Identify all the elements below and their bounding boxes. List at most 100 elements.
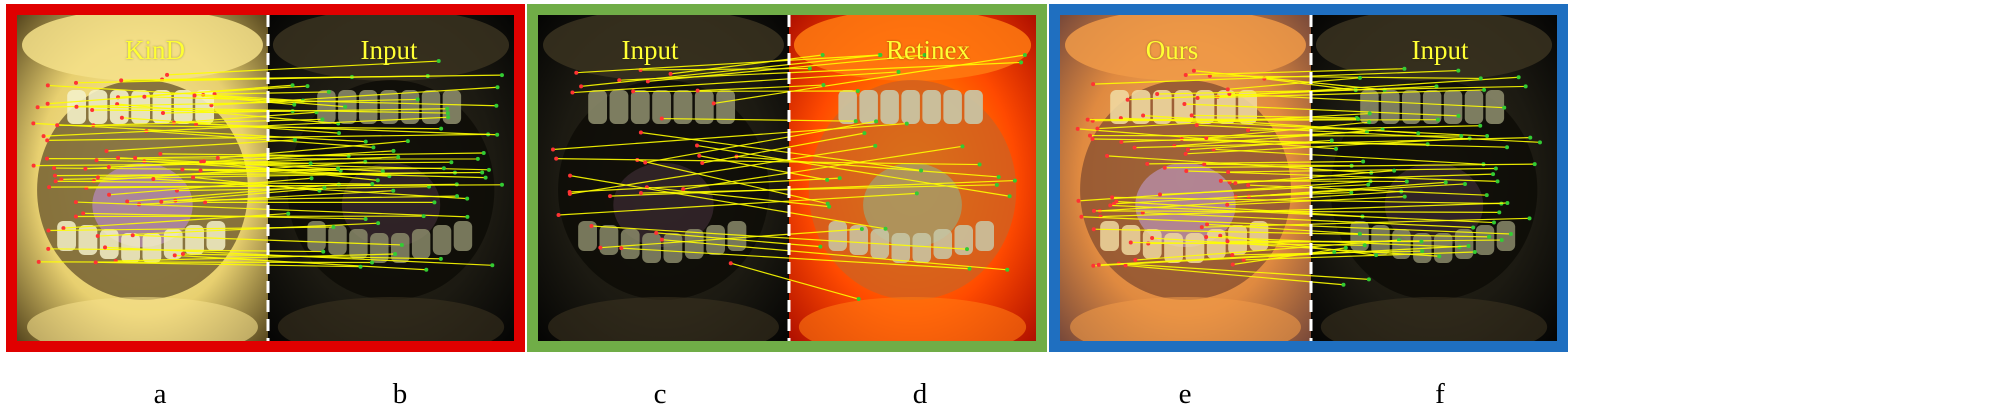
right-image-lower-tooth <box>1496 221 1516 251</box>
left-keypoint <box>130 233 135 238</box>
right-image-upper-tooth <box>338 90 357 124</box>
right-image-lower-tooth <box>933 229 953 259</box>
right-keypoint <box>391 148 396 153</box>
feature-match-line <box>576 54 880 74</box>
right-image-lower-tooth <box>432 225 452 255</box>
right-image-lower-tooth <box>349 229 368 259</box>
right-keypoint <box>445 106 450 111</box>
feature-match-line <box>48 226 334 232</box>
right-image-lower-tooth <box>411 229 431 259</box>
feature-match-line <box>581 54 881 87</box>
left-image-tongue <box>613 163 714 247</box>
feature-match-line <box>1184 103 1459 117</box>
right-keypoint <box>465 214 470 219</box>
right-image-upper-tooth <box>880 90 899 124</box>
right-image-upper-tooth <box>1402 90 1421 124</box>
left-image-lower-tooth <box>1228 225 1247 255</box>
right-keypoint <box>818 244 823 249</box>
left-keypoint <box>1241 257 1246 262</box>
right-keypoint <box>405 139 410 144</box>
right-keypoint <box>878 53 883 57</box>
caption-e: e <box>1178 378 1192 410</box>
left-keypoint <box>638 191 643 196</box>
right-keypoint <box>1462 181 1467 186</box>
left-keypoint <box>46 246 51 251</box>
caption-c: c <box>653 378 667 410</box>
right-keypoint <box>375 178 380 183</box>
left-keypoint <box>1087 133 1092 138</box>
left-keypoint <box>1132 145 1137 150</box>
left-keypoint <box>73 214 78 219</box>
feature-match-line <box>1093 228 1490 238</box>
right-keypoint <box>309 176 314 181</box>
right-keypoint <box>1349 190 1354 195</box>
right-keypoint <box>1532 162 1537 167</box>
right-keypoint <box>363 139 368 144</box>
left-keypoint <box>41 134 46 139</box>
right-image-upper-lip <box>272 15 510 81</box>
feature-match-line <box>1116 200 1363 218</box>
feature-match-line <box>1087 118 1358 121</box>
feature-match-line <box>569 145 876 195</box>
feature-match-line <box>132 234 402 246</box>
right-keypoint <box>1404 179 1409 184</box>
left-keypoint <box>1225 87 1230 92</box>
right-image-lower-lip <box>277 297 505 341</box>
left-keypoint <box>103 245 108 250</box>
left-image-lower-lip <box>27 297 258 341</box>
left-keypoint <box>1182 102 1187 107</box>
left-keypoint <box>1128 240 1133 245</box>
left-keypoint <box>645 79 650 84</box>
feature-match-line <box>1204 163 1352 167</box>
left-image-upper-tooth <box>1174 90 1194 124</box>
right-keypoint <box>499 73 504 78</box>
right-keypoint <box>1466 244 1471 249</box>
feature-match-line <box>1110 204 1495 224</box>
right-keypoint <box>1402 194 1407 199</box>
left-keypoint <box>1233 181 1238 186</box>
right-keypoint <box>495 85 500 90</box>
left-keypoint <box>1205 222 1210 227</box>
feature-match-line <box>1232 250 1423 256</box>
feature-match-line <box>1207 223 1360 235</box>
feature-match-line <box>48 248 324 253</box>
right-keypoint <box>399 242 404 247</box>
right-image-upper-lip <box>1315 15 1553 81</box>
left-keypoint <box>554 156 559 161</box>
feature-match-line <box>195 123 498 136</box>
left-keypoint <box>91 178 96 183</box>
feature-match-line <box>121 74 502 81</box>
feature-match-line <box>713 54 1025 105</box>
feature-match-line <box>115 253 396 262</box>
left-keypoint <box>83 166 88 171</box>
right-keypoint <box>1366 182 1371 187</box>
left-keypoint <box>151 177 156 182</box>
left-image-lower-tooth <box>684 229 704 259</box>
right-keypoint <box>1435 117 1440 122</box>
feature-match-line <box>214 91 329 95</box>
feature-match-line <box>572 71 899 94</box>
feature-match-line <box>1186 170 1498 182</box>
right-keypoint <box>292 102 297 107</box>
right-keypoint <box>1357 231 1362 236</box>
right-image-upper-tooth <box>901 90 920 124</box>
left-keypoint <box>1195 96 1200 101</box>
right-image-upper-tooth <box>859 90 878 124</box>
feature-match-line <box>661 117 856 122</box>
feature-match-line <box>1121 131 1367 143</box>
right-keypoint <box>1459 133 1464 138</box>
right-keypoint <box>1019 60 1024 65</box>
right-keypoint <box>874 119 879 124</box>
feature-match-line <box>699 155 828 181</box>
left-keypoint <box>568 173 573 178</box>
left-keypoint <box>1096 262 1101 267</box>
left-keypoint <box>617 78 622 83</box>
right-keypoint <box>393 252 398 257</box>
right-keypoint <box>336 131 341 136</box>
right-keypoint <box>1478 123 1483 128</box>
right-keypoint <box>321 249 326 254</box>
left-keypoint <box>172 253 177 258</box>
left-image-lower-tooth <box>663 233 683 263</box>
right-keypoint <box>1007 194 1012 199</box>
